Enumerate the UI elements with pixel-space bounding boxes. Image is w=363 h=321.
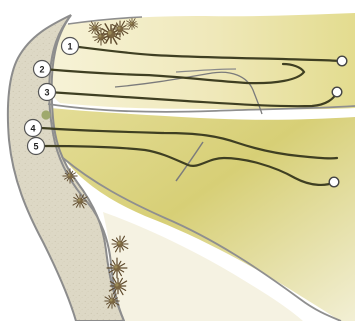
start-marker-1-label: 1 [67, 42, 72, 52]
start-marker-4-label: 4 [30, 124, 35, 134]
start-marker-4: 4 [25, 120, 42, 137]
start-marker-5: 5 [28, 138, 45, 155]
start-marker-2: 2 [34, 61, 51, 78]
end-marker-e1 [337, 56, 347, 66]
start-marker-2-label: 2 [39, 65, 44, 75]
start-marker-1: 1 [62, 38, 79, 55]
end-marker-e3 [332, 87, 342, 97]
start-marker-5-label: 5 [33, 142, 38, 152]
start-marker-3: 3 [39, 84, 56, 101]
end-marker-e5 [329, 177, 339, 187]
start-marker-3-label: 3 [44, 88, 49, 98]
small-green-marker [41, 110, 50, 119]
